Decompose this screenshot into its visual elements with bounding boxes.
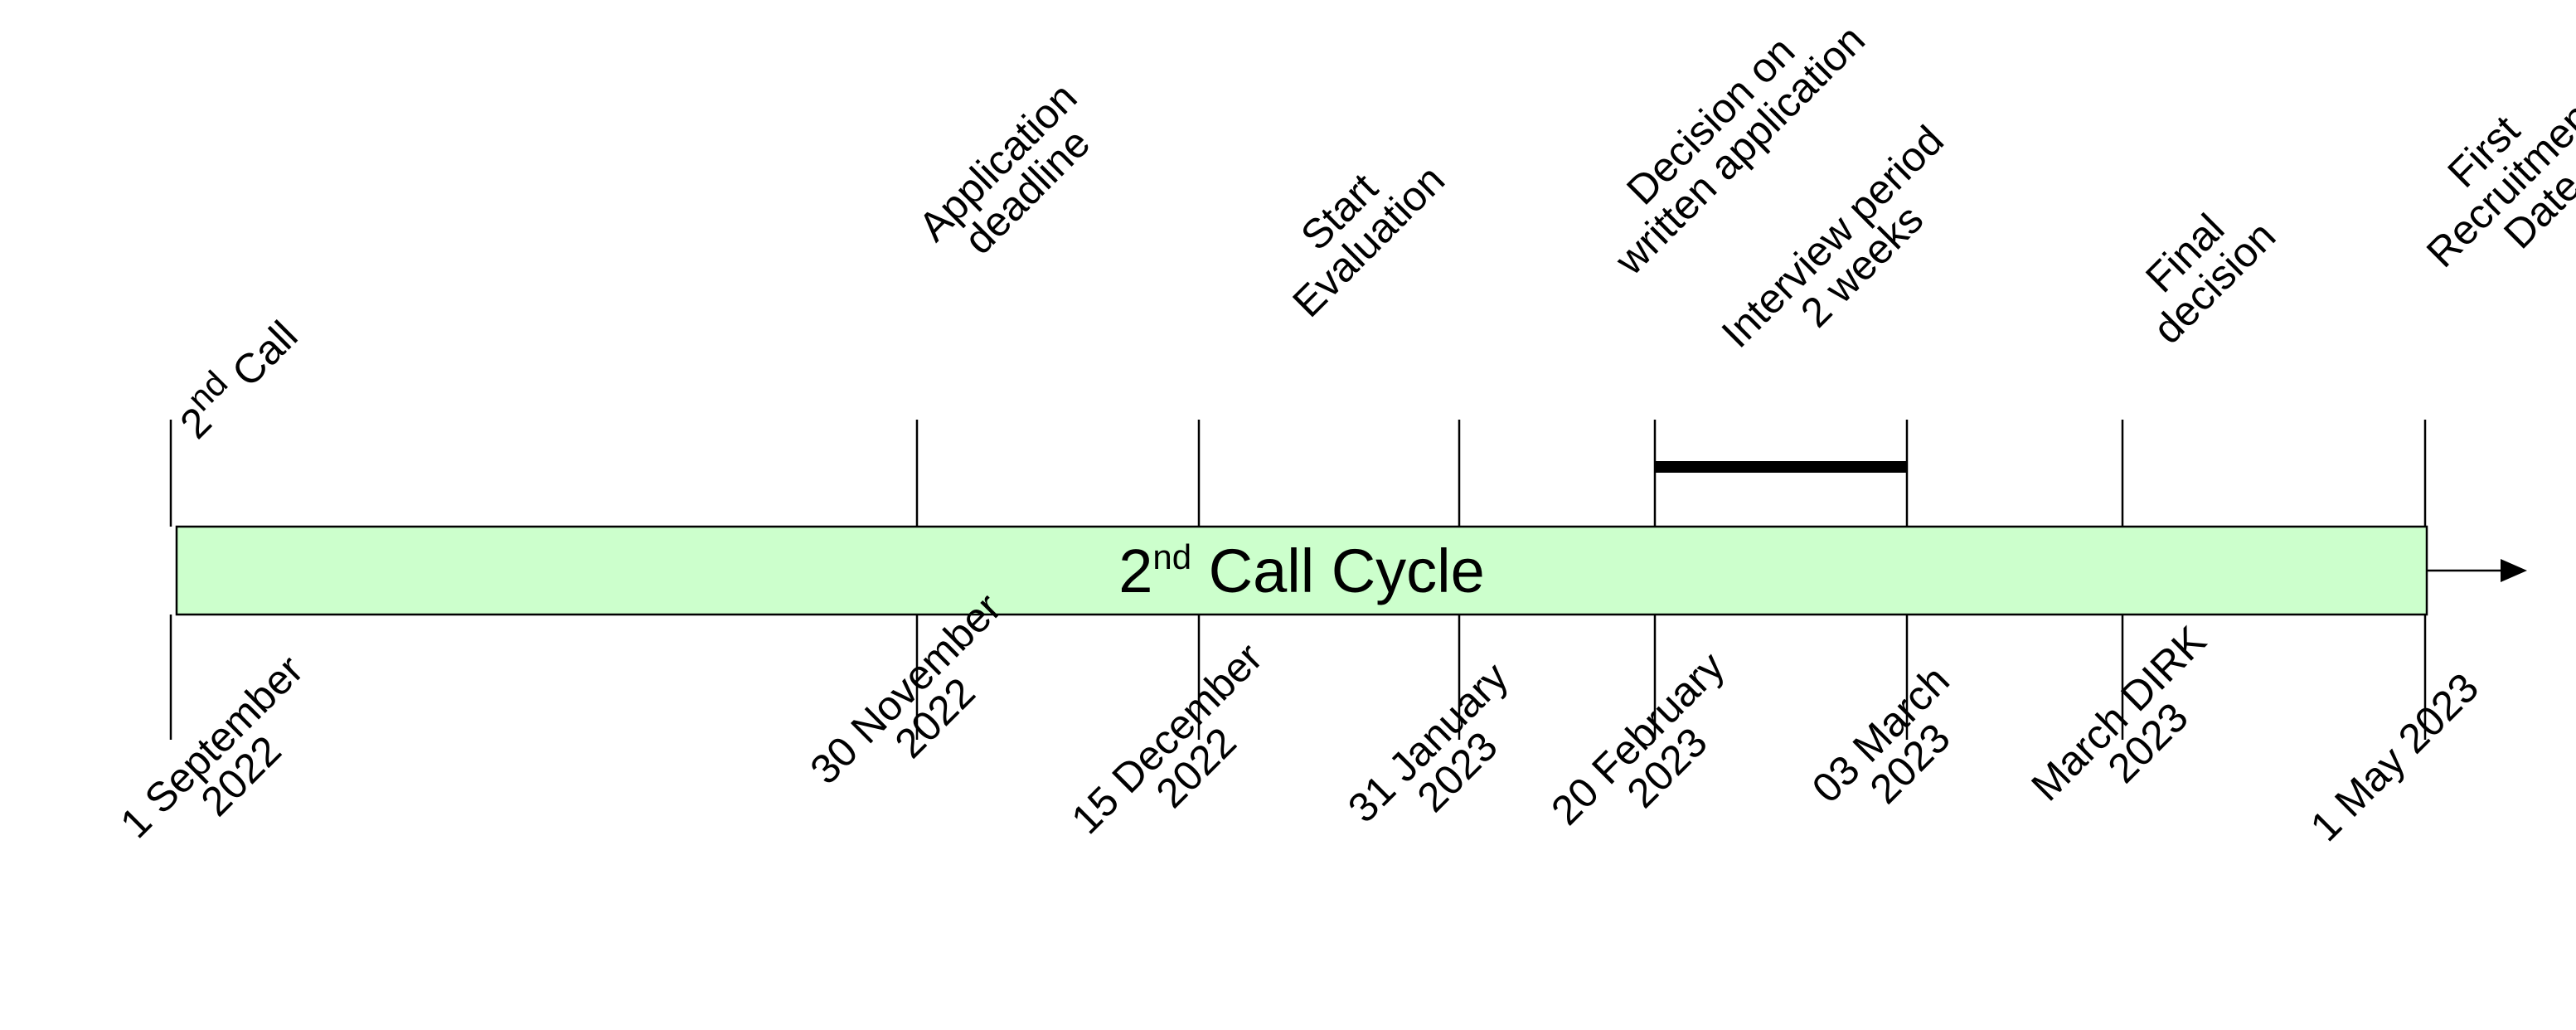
milestone-date-line: March DIRK — [2022, 617, 2215, 809]
milestone-title-deadline: Applicationdeadline — [910, 74, 1115, 279]
milestone-title-recruitment: FirstRecruitmentDate — [2389, 56, 2576, 305]
milestone-date-line: 1 May 2023 — [2302, 664, 2487, 850]
milestone-date-evaluation: 15 December2022 — [1062, 634, 1300, 872]
milestone-title-evaluation: StartEvaluation — [1254, 127, 1453, 326]
milestone-date-call: 1 September2022 — [111, 646, 341, 876]
call-cycle-bar — [175, 525, 2428, 616]
milestone-title-call: 2nd Call — [163, 304, 306, 447]
cycle-label-prefix: 2 — [1118, 537, 1152, 605]
milestone-date-interview-end: 03 March2023 — [1803, 657, 1987, 841]
timeline-arrow-head — [2501, 559, 2527, 582]
milestone-title-line: 2nd Call — [163, 304, 306, 447]
milestone-date-line: 15 December — [1062, 634, 1271, 843]
cycle-label-superscript: nd — [1152, 537, 1191, 576]
milestone-date-recruitment: 1 May 2023 — [2302, 664, 2487, 850]
milestone-date-line: 1 September — [111, 646, 312, 847]
cycle-label-suffix: Call Cycle — [1191, 537, 1485, 605]
milestone-labels: 2nd Call 1 September2022 Applicationdeadli… — [111, 16, 2576, 876]
milestone-date-deadline: 30 November2022 — [801, 584, 1039, 822]
call-cycle-label: 2nd Call Cycle — [1118, 537, 1485, 605]
milestone-date-decision-written: 31 January2023 — [1339, 653, 1546, 861]
milestone-date-line: 20 February — [1542, 643, 1733, 833]
milestone-date-final-decision: March DIRK2023 — [2022, 617, 2244, 838]
milestone-lines — [169, 420, 2427, 740]
milestone-title-final-decision: Finaldecision — [2115, 183, 2285, 353]
milestone-date-interview-start: 20 February2023 — [1542, 643, 1763, 863]
